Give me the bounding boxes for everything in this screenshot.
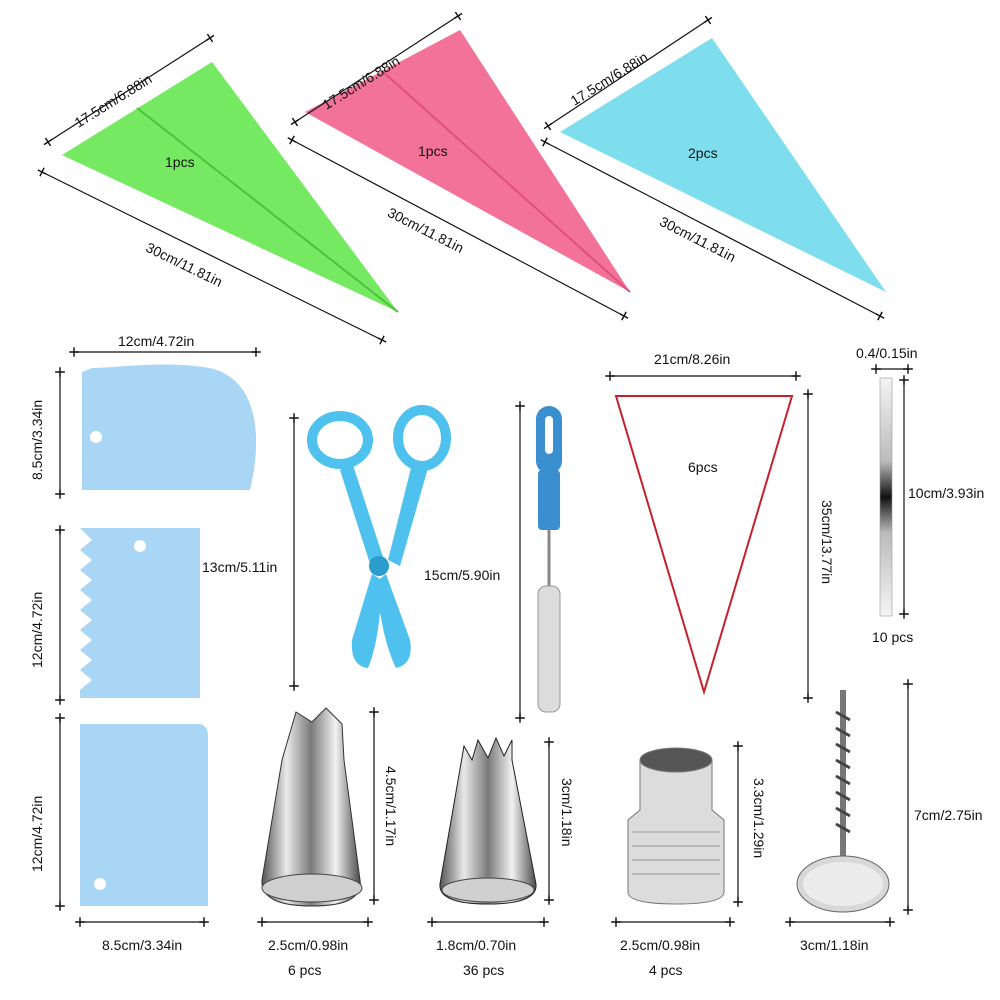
flat-scraper	[80, 724, 208, 906]
coupler-height-label: 3.3cm/1.29in	[751, 778, 767, 859]
round-scraper	[82, 364, 257, 490]
stick-length-label: 10cm/3.93in	[908, 485, 985, 501]
flower-nail	[785, 679, 913, 927]
pink-bag-qty: 1pcs	[418, 143, 448, 159]
flower-lifter-scissors	[289, 405, 451, 691]
disposable-piping-bag	[605, 371, 813, 703]
small-star-nozzle	[427, 736, 554, 927]
large-star-nozzle	[257, 707, 379, 927]
flower-nail-width-label: 3cm/1.18in	[800, 937, 869, 953]
small-nozzle-width-label: 1.8cm/0.70in	[436, 937, 517, 953]
blue-bag-qty: 2pcs	[688, 145, 718, 161]
disposable-bag-width-label: 21cm/8.26in	[654, 351, 731, 367]
disposable-bag-qty: 6pcs	[688, 459, 718, 475]
disposable-bag-outline	[614, 395, 794, 696]
lollipop-stick	[871, 364, 913, 619]
big-nozzle-height-label: 4.5cm/1.17in	[383, 766, 399, 847]
coupler-width-label: 2.5cm/0.98in	[620, 937, 701, 953]
scraper-set	[55, 347, 261, 927]
small-nozzle-height-label: 3cm/1.18in	[559, 778, 575, 847]
stick-body	[879, 377, 893, 617]
cleaning-brush	[515, 401, 562, 723]
scraper-width-bottom-label: 8.5cm/3.34in	[102, 937, 183, 953]
small-nozzle-qty: 36 pcs	[463, 962, 505, 978]
scissors-length-label: 13cm/5.11in	[202, 559, 278, 575]
stick-qty: 10 pcs	[872, 629, 914, 645]
green-bag-qty: 1pcs	[165, 154, 195, 170]
nozzle-coupler	[611, 741, 743, 927]
disposable-bag-height-label: 35cm/13.77in	[819, 500, 835, 585]
brush-length-label: 15cm/5.90in	[424, 567, 501, 583]
comb-scraper	[80, 528, 200, 698]
big-nozzle-qty: 6 pcs	[288, 962, 322, 978]
blue-piping-bag	[540, 15, 886, 321]
coupler-qty: 4 pcs	[649, 962, 683, 978]
scraper-height-2-label: 12cm/4.72in	[29, 591, 45, 668]
stick-width-label: 0.4/0.15in	[856, 345, 918, 361]
scraper-width-top-label: 12cm/4.72in	[118, 333, 195, 349]
scraper-height-3-label: 12cm/4.72in	[29, 795, 45, 872]
big-nozzle-width-label: 2.5cm/0.98in	[268, 937, 349, 953]
scraper-height-1-label: 8.5cm/3.34in	[29, 399, 45, 480]
flower-nail-height-label: 7cm/2.75in	[914, 807, 983, 823]
